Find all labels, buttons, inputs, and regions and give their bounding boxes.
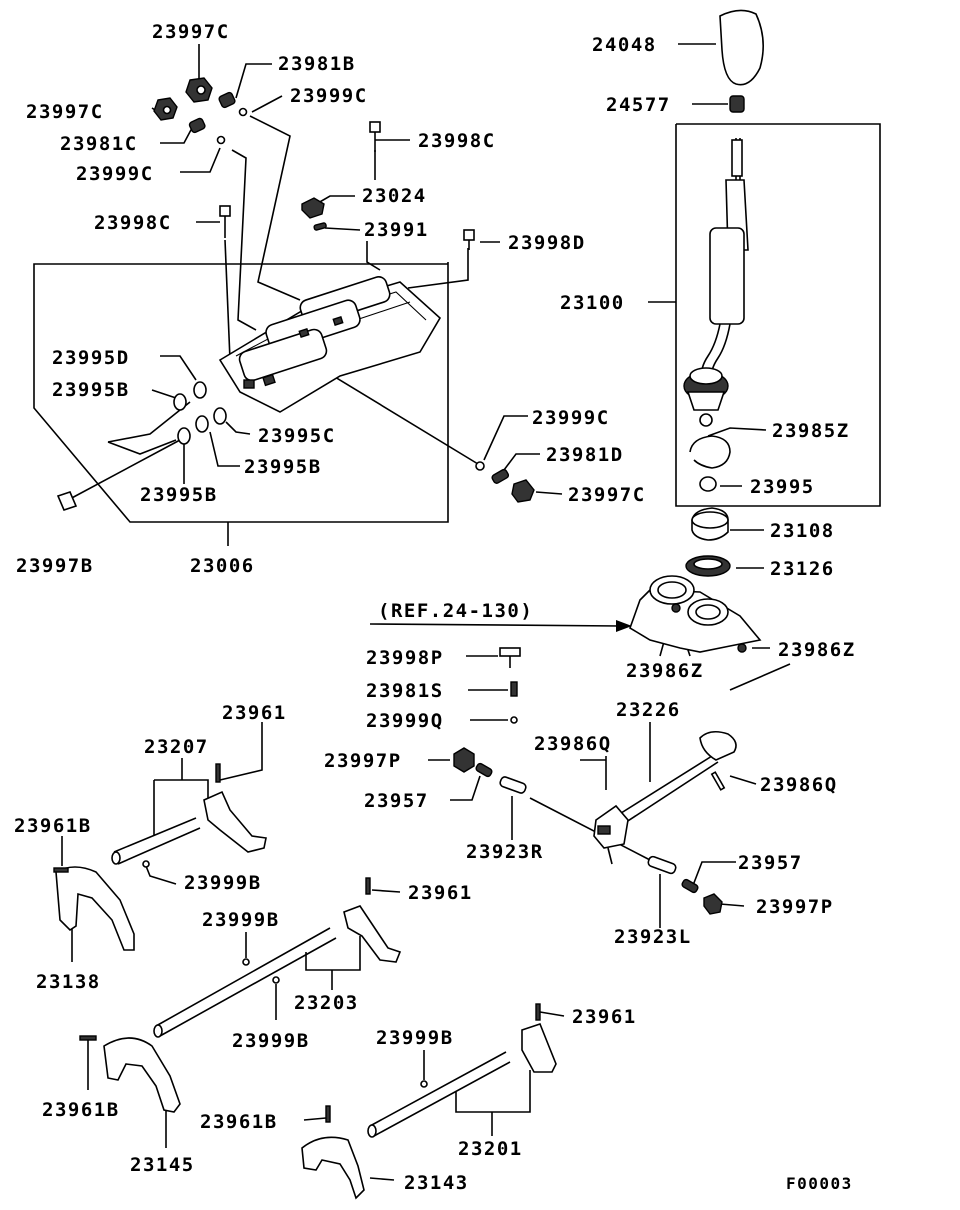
- label-23961-b: 23961: [408, 882, 473, 904]
- label-23961B-a: 23961B: [14, 815, 92, 837]
- label-23207: 23207: [144, 736, 209, 758]
- label-23126: 23126: [770, 558, 835, 580]
- label-23998C-a: 23998C: [418, 130, 496, 152]
- label-23981D: 23981D: [546, 444, 624, 466]
- leader-lines: [33, 43, 881, 1181]
- label-23999C-c: 23999C: [532, 407, 610, 429]
- label-23961B-c: 23961B: [200, 1111, 278, 1133]
- label-24048: 24048: [592, 34, 657, 56]
- label-23226: 23226: [616, 699, 681, 721]
- label-23957-a: 23957: [364, 790, 429, 812]
- label-23006: 23006: [190, 555, 255, 577]
- label-23923R: 23923R: [466, 841, 544, 863]
- label-ref-24-130: (REF.24-130): [378, 600, 533, 622]
- label-23999C-a: 23999C: [290, 85, 368, 107]
- label-23961B-b: 23961B: [42, 1099, 120, 1121]
- label-23981B: 23981B: [278, 53, 356, 75]
- label-23991: 23991: [364, 219, 429, 241]
- label-23995C: 23995C: [258, 425, 336, 447]
- label-23997P-a: 23997P: [324, 750, 402, 772]
- label-23997P-b: 23997P: [756, 896, 834, 918]
- label-23998D: 23998D: [508, 232, 586, 254]
- label-23997C-a: 23997C: [152, 21, 230, 43]
- label-23999B-d: 23999B: [376, 1027, 454, 1049]
- label-23995B-b: 23995B: [244, 456, 322, 478]
- label-23997B: 23997B: [16, 555, 94, 577]
- label-23999B-b: 23999B: [202, 909, 280, 931]
- label-23145: 23145: [130, 1154, 195, 1176]
- label-23986Z-b: 23986Z: [778, 639, 856, 661]
- label-23997C-c: 23997C: [568, 484, 646, 506]
- label-23995: 23995: [750, 476, 815, 498]
- label-23957-b: 23957: [738, 852, 803, 874]
- label-23923L: 23923L: [614, 926, 692, 948]
- label-23999B-c: 23999B: [232, 1030, 310, 1052]
- label-23999B-a: 23999B: [184, 872, 262, 894]
- label-23981C: 23981C: [60, 133, 138, 155]
- figure-code: F00003: [786, 1174, 853, 1193]
- label-23981S: 23981S: [366, 680, 444, 702]
- label-23995B-a: 23995B: [52, 379, 130, 401]
- label-23024: 23024: [362, 185, 427, 207]
- label-23998P: 23998P: [366, 647, 444, 669]
- label-23997C-b: 23997C: [26, 101, 104, 123]
- label-23203: 23203: [294, 992, 359, 1014]
- label-23138: 23138: [36, 971, 101, 993]
- label-23986Z-a: 23986Z: [626, 660, 704, 682]
- label-23961-a: 23961: [222, 702, 287, 724]
- label-23108: 23108: [770, 520, 835, 542]
- label-23100: 23100: [560, 292, 625, 314]
- label-23999Q: 23999Q: [366, 710, 444, 732]
- label-23998C-b: 23998C: [94, 212, 172, 234]
- label-23986Q-a: 23986Q: [534, 733, 612, 755]
- label-23986Q-b: 23986Q: [760, 774, 838, 796]
- label-23985Z: 23985Z: [772, 420, 850, 442]
- part-labels: 23997C 23981B 23999C 23997C 23981C 23999…: [14, 21, 856, 1194]
- label-23995B-c: 23995B: [140, 484, 218, 506]
- label-24577: 24577: [606, 94, 671, 116]
- label-23143: 23143: [404, 1172, 469, 1194]
- label-23995D: 23995D: [52, 347, 130, 369]
- label-23201: 23201: [458, 1138, 523, 1160]
- label-23961-c: 23961: [572, 1006, 637, 1028]
- part-drawings: [53, 9, 764, 1200]
- label-23999C-b: 23999C: [76, 163, 154, 185]
